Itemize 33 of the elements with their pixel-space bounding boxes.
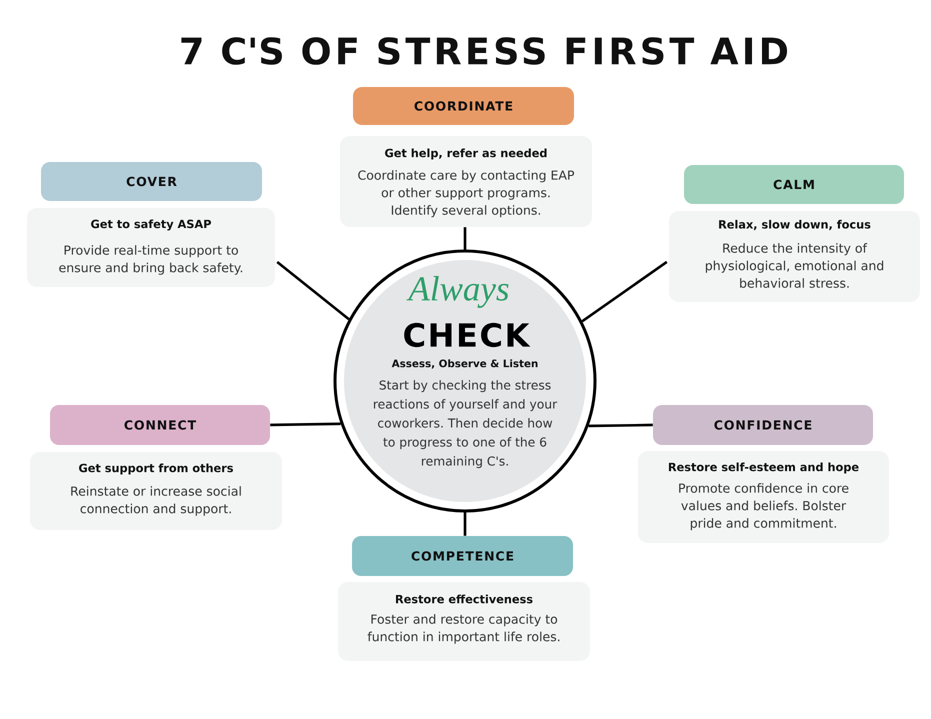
center-heading: CHECK [404, 322, 530, 348]
card-heading: Get help, refer as needed [385, 148, 547, 160]
heading-pill: COORDINATE [353, 87, 574, 125]
info-card [340, 136, 592, 227]
heading-pill: CONFIDENCE [653, 404, 873, 445]
title: 7 C'S OF STRESS FIRST AID [181, 37, 788, 65]
card-text: Provide real-time support to ensure and bring back safety. [59, 245, 242, 275]
card-text: Foster and restore capacity to function in important life roles. [368, 614, 560, 644]
heading-pill: CONNECT [50, 404, 270, 445]
card-heading: Restore effectiveness [396, 594, 532, 604]
info-card [669, 211, 920, 302]
card-heading: Restore self-esteem and hope [668, 462, 859, 474]
connector-line [464, 512, 466, 536]
connector-line [588, 424, 653, 428]
connector-line [270, 422, 341, 426]
card-text: Reduce the intensity of physiological, emotional and behavioral stress. [706, 243, 884, 288]
heading-pill: COVER [41, 162, 262, 201]
center-text: Start by checking the stress reactions of yourself and your coworkers. Then decide how to progress to one of the 6 remaining C's. [374, 380, 558, 468]
connector-line [276, 260, 350, 320]
center-circle [334, 249, 596, 512]
card-text: Coordinate care by contacting EAP or other support programs. Identify several options. [358, 170, 574, 218]
card-heading: Get to safety ASAP [91, 219, 211, 230]
connector-line [464, 227, 466, 250]
heading-pill: COMPETENCE [352, 536, 573, 576]
heading-pill: CALM [684, 164, 904, 204]
info-card [27, 208, 275, 287]
center-subheading: Assess, Observe & Listen [392, 359, 538, 369]
connector-line [581, 260, 668, 322]
card-text: Promote confidence in core values and beliefs. Bolster pride and commitment. [679, 483, 848, 530]
card-heading: Get support from others [79, 464, 233, 474]
card-text: Reinstate or increase social connection and support. [71, 486, 241, 516]
card-heading: Relax, slow down, focus [719, 220, 870, 230]
script-word: Always [406, 276, 509, 308]
